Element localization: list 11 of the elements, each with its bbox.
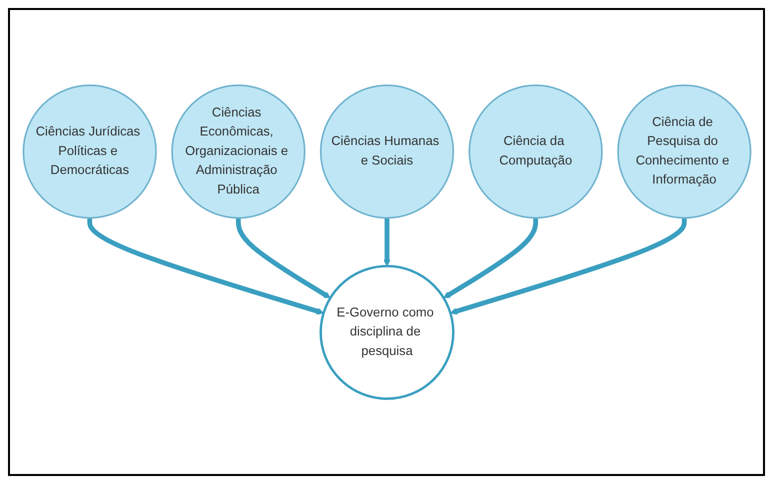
node-circle: Ciências Jurídicas Políticas e Democráticas xyxy=(22,84,156,219)
node-circle: Ciências Econômicas, Organizacionais e Administração Pública xyxy=(170,84,305,219)
arrow xyxy=(235,218,330,298)
node-circle: Ciência de Pesquisa do Conhecimento e Informação xyxy=(616,84,751,219)
node-circle: E-Governo como disciplina de pesquisa xyxy=(319,264,454,400)
arrow xyxy=(450,218,686,315)
node-circle: Ciências Humanas e Sociais xyxy=(319,84,454,219)
arrow xyxy=(86,218,324,315)
node-circle: Ciência da Computação xyxy=(468,84,602,219)
arrow xyxy=(442,218,538,298)
arrow xyxy=(382,218,390,266)
